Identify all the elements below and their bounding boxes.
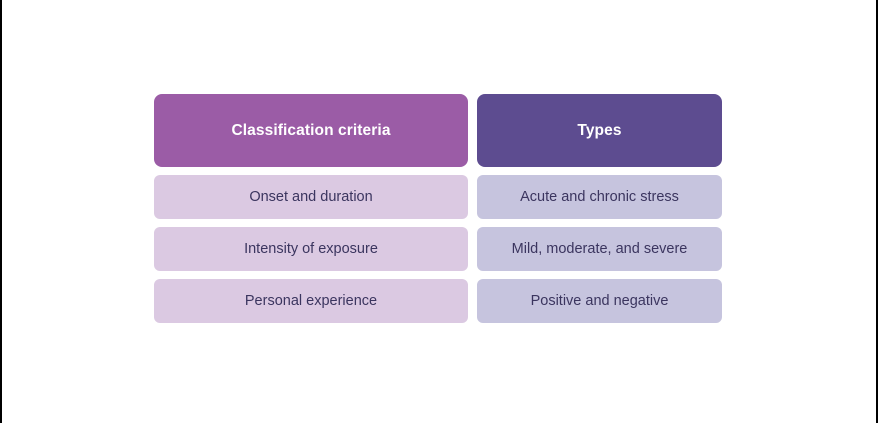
types-row-cell: Positive and negative [477,279,722,323]
classification-table: Classification criteria Types Onset and … [154,94,722,323]
right-border-line [876,0,878,423]
types-row-cell: Mild, moderate, and severe [477,227,722,271]
criteria-header-cell: Classification criteria [154,94,468,167]
criteria-row-cell: Onset and duration [154,175,468,219]
left-border-line [0,0,2,423]
criteria-row-cell: Intensity of exposure [154,227,468,271]
criteria-row-cell: Personal experience [154,279,468,323]
types-header-cell: Types [477,94,722,167]
types-row-cell: Acute and chronic stress [477,175,722,219]
